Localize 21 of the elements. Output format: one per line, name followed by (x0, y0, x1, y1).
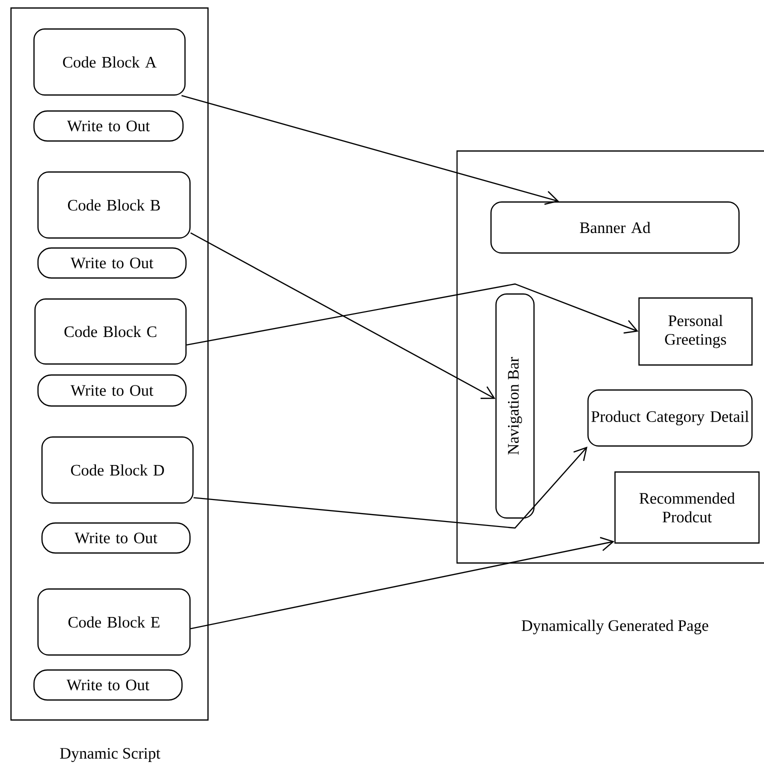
block-box: Code Block E (37, 588, 191, 656)
arrow (190, 232, 496, 399)
arrow (186, 283, 638, 346)
block-box: Banner Ad (490, 201, 740, 254)
output-box: Write to Out (37, 374, 187, 407)
content-box: Personal Greetings (638, 297, 753, 366)
output-box: Write to Out (33, 110, 184, 142)
block-box: Code Block D (41, 436, 194, 504)
block-box: Code Block B (37, 171, 191, 239)
arrow (194, 446, 588, 529)
output-box: Write to Out (41, 522, 191, 554)
block-box: Product Category Detail (587, 389, 753, 447)
arrow (181, 95, 560, 205)
block-box: Code Block A (33, 28, 186, 96)
content-box: Recommended Prodcut (614, 471, 760, 544)
output-box: Write to Out (37, 247, 187, 279)
arrow (190, 536, 614, 630)
navigation-bar: Navigation Bar (495, 293, 535, 519)
node-label: Dynamic Script (60, 748, 160, 762)
block-box: Code Block C (34, 298, 187, 365)
output-box: Write to Out (33, 669, 183, 701)
